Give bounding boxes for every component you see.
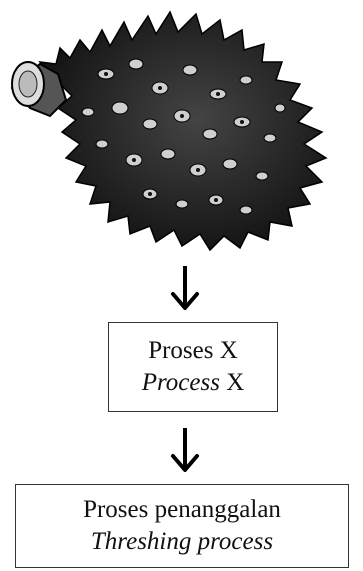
- process-x-english-italic: Process: [141, 369, 220, 396]
- process-x-english-rest: X: [219, 369, 245, 396]
- down-arrow-icon: [169, 262, 209, 314]
- process-x-box: Proses X Process X: [108, 322, 278, 412]
- down-arrow-icon: [169, 424, 209, 476]
- process-x-malay: Proses X: [148, 336, 238, 364]
- threshing-process-box: Proses penanggalan Threshing process: [15, 484, 349, 568]
- fruit-bunch-illustration: [10, 4, 330, 252]
- fruit-bunch-svg: [10, 10, 328, 252]
- threshing-english: Threshing process: [90, 528, 274, 555]
- threshing-malay: Proses penanggalan: [83, 495, 281, 523]
- process-x-english: Process X: [142, 367, 245, 400]
